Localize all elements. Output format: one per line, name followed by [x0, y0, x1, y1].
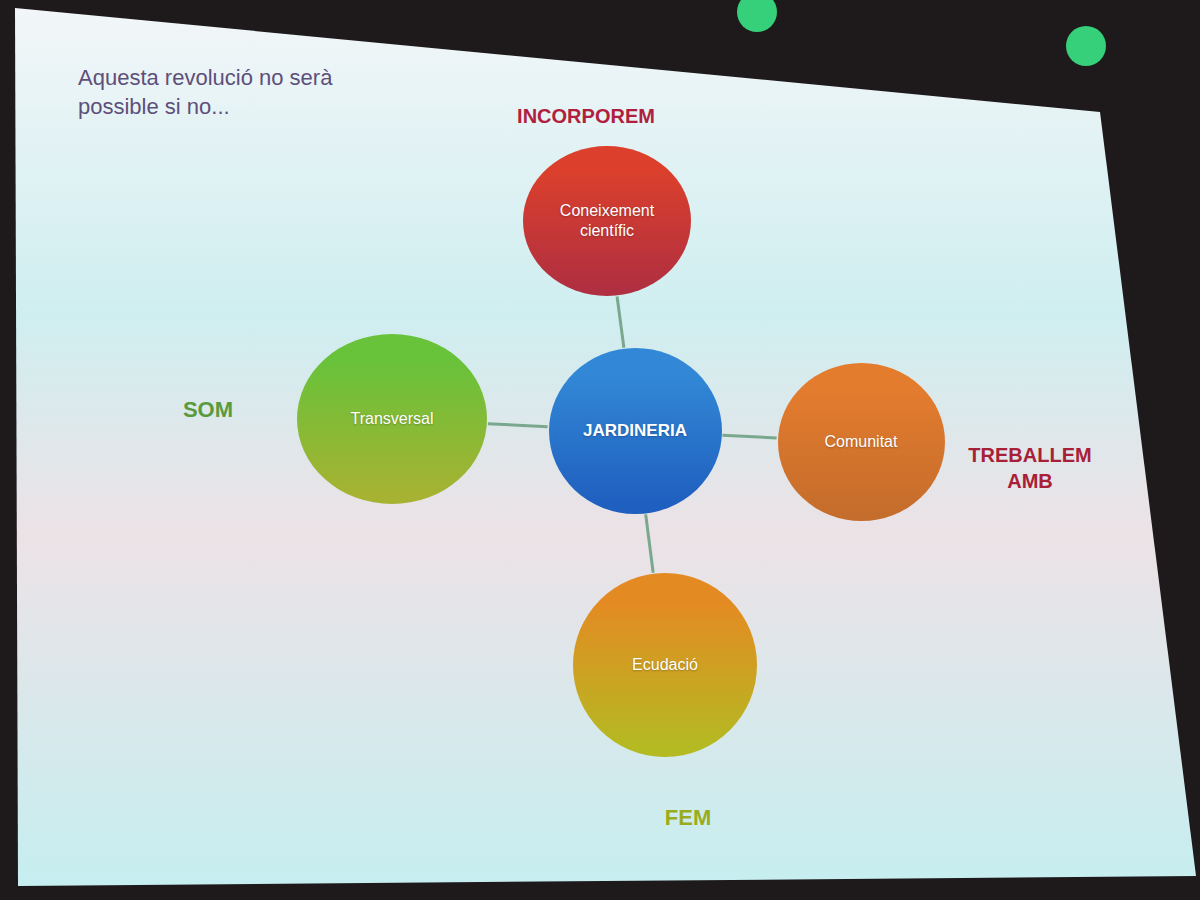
axis-label: FEM — [628, 804, 748, 833]
node-label: JARDINERIA — [583, 420, 687, 441]
axis-label: SOM — [148, 396, 268, 425]
node-label: Ecudació — [632, 655, 698, 675]
axis-label: INCORPOREM — [476, 103, 696, 129]
circle-node: Coneixement científic — [522, 145, 692, 297]
axis-label: TREBALLEM AMB — [965, 442, 1095, 494]
connector-line — [617, 296, 624, 347]
circle-node: Transversal — [296, 333, 488, 505]
circle-shape — [522, 145, 692, 297]
connector-line — [646, 514, 653, 572]
circle-node: Ecudació — [572, 572, 758, 758]
node-label: Comunitat — [825, 432, 898, 452]
node-label: Transversal — [351, 409, 434, 429]
connector-line — [488, 424, 548, 427]
slide-title: Aquesta revolució no serà possible si no… — [78, 64, 408, 121]
circle-node: Comunitat — [777, 362, 946, 522]
circle-node: JARDINERIA — [548, 347, 723, 515]
connector-line — [722, 435, 776, 438]
slide-surface — [15, 8, 1196, 886]
node-label: Coneixement científic — [546, 201, 668, 241]
stage-lights — [737, 0, 1106, 66]
